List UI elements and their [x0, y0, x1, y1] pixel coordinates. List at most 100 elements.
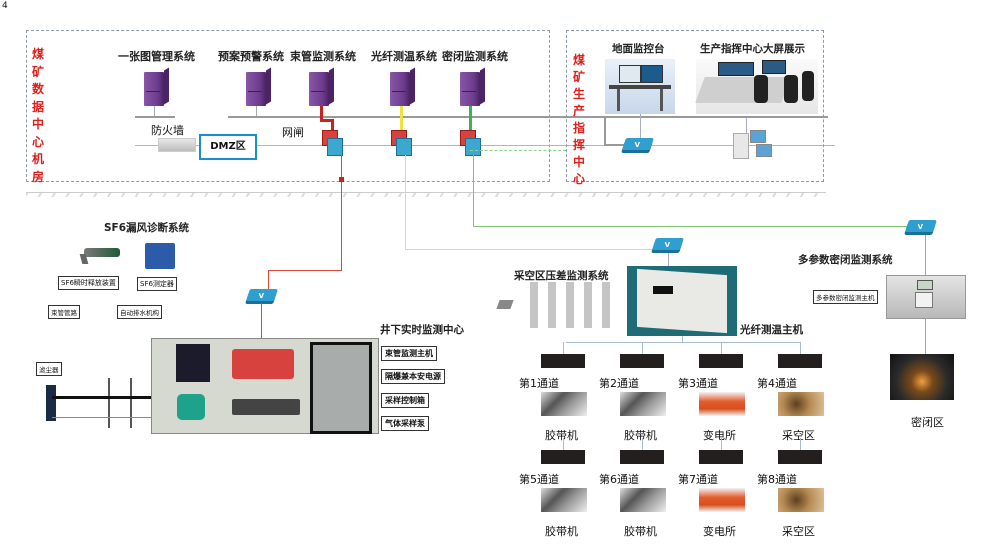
channel-label: 第4通道	[757, 377, 797, 390]
display-icon	[653, 286, 673, 294]
title-char: 生	[572, 87, 585, 101]
goaf-pressure-title: 采空区压差监测系统	[514, 270, 609, 282]
connector	[640, 114, 641, 144]
fiber-line	[405, 249, 655, 250]
sf6-release-device-icon	[84, 248, 120, 257]
channel-location-label: 胶带机	[545, 525, 578, 538]
sealed-zone-image	[890, 354, 954, 400]
switch-icon: V	[622, 138, 654, 150]
title-char: 中	[31, 117, 44, 131]
ground-line	[26, 192, 826, 197]
channel-location-image	[541, 392, 587, 416]
desk-icon	[695, 77, 791, 103]
channel-module-icon	[620, 450, 664, 464]
tree-line	[563, 342, 564, 354]
sealed-zone-label: 密闭区	[911, 416, 944, 429]
junction-dot	[339, 177, 344, 182]
desk-leg	[660, 89, 663, 111]
desk-leg	[617, 89, 620, 111]
server-icon	[246, 72, 266, 106]
switch-icon: V	[246, 289, 278, 301]
console-label: 地面监控台	[612, 43, 665, 55]
server-icon	[460, 72, 480, 106]
channel-location-label: 变电所	[703, 429, 736, 442]
bundle-tube-line	[261, 303, 262, 339]
tree-line	[721, 440, 722, 450]
pc-monitor-icon	[756, 144, 772, 157]
seal-line	[473, 155, 474, 226]
tree-line	[721, 342, 722, 354]
channel-location-label: 胶带机	[624, 429, 657, 442]
title-char: 数	[31, 82, 44, 96]
control-cabinet-image	[310, 342, 372, 434]
tree-line	[642, 440, 643, 450]
channel-location-image	[699, 488, 745, 512]
channel-location-label: 采空区	[782, 525, 815, 538]
channel-location-image	[620, 488, 666, 512]
sf6-detector-icon	[145, 243, 175, 269]
seal-monitor-title: 多参数密闭监测系统	[798, 254, 893, 266]
dust-filter-label: 滤尘器	[36, 362, 62, 376]
fiber-host-device	[637, 268, 727, 334]
command-center-box	[566, 30, 824, 182]
dmz-box: DMZ区	[199, 134, 257, 160]
connector	[746, 118, 747, 134]
underground-title: 井下实时监测中心	[380, 324, 464, 336]
bundle-tube-line	[268, 270, 342, 271]
pipe-label: 束管管路	[48, 305, 80, 319]
channel-module-icon	[541, 450, 585, 464]
server-icon	[144, 72, 164, 106]
title-char: 房	[31, 169, 44, 184]
tree-line	[642, 342, 643, 354]
bus-line	[135, 116, 175, 118]
firewall-label: 防火墙	[151, 124, 184, 137]
data-center-box	[26, 30, 550, 182]
channel-location-label: 变电所	[703, 525, 736, 538]
title-char: 据	[31, 99, 44, 114]
title-char: 指	[572, 121, 585, 135]
keypad-icon	[915, 292, 933, 308]
figure-number: 4	[2, 1, 8, 11]
channel-location-image	[699, 392, 745, 416]
channel-label: 第7通道	[678, 473, 718, 486]
dashed-link	[470, 150, 566, 151]
monitor-icon	[641, 65, 663, 83]
big-screen-label: 生产指挥中心大屏展示	[700, 43, 805, 55]
server-icon	[390, 72, 410, 106]
screen-icon	[762, 60, 786, 74]
bundle-tube-link	[320, 119, 334, 122]
monitor-icon	[619, 65, 641, 83]
bundle-tube-link	[320, 106, 323, 120]
sensor-grid	[520, 282, 620, 328]
tree-line	[682, 336, 683, 342]
system-label: 密闭监测系统	[442, 50, 508, 63]
title-char: 煤	[31, 47, 44, 61]
channel-module-icon	[778, 354, 822, 368]
channel-module-icon	[620, 354, 664, 368]
tree-line	[800, 342, 801, 354]
chair-icon	[784, 75, 798, 103]
channel-location-image	[778, 488, 824, 512]
fiber-host-label: 光纤测温主机	[740, 324, 803, 336]
dust-filter-icon	[46, 385, 56, 421]
drain-label: 自动排水机构	[117, 305, 162, 319]
channel-label: 第8通道	[757, 473, 797, 486]
sampling-pump-image	[177, 394, 205, 420]
seal-line	[473, 226, 908, 227]
data-center-title: 煤 矿 数 据 中 心 机 房	[31, 46, 45, 186]
channel-label: 第2通道	[599, 377, 639, 390]
network-line	[135, 145, 835, 146]
fiber-line	[405, 155, 406, 249]
title-char: 矿	[572, 70, 585, 84]
bus-line	[228, 116, 828, 118]
system-label: 预案预警系统	[218, 50, 284, 63]
bundle-tube-host-image	[232, 349, 294, 379]
core-switch-icon	[460, 130, 481, 156]
switch-icon: V	[652, 238, 684, 250]
channel-location-image	[541, 488, 587, 512]
sensor-hub-icon	[496, 300, 514, 309]
title-char: 心	[31, 134, 44, 149]
connector	[154, 106, 155, 116]
fiber-host-image	[627, 266, 737, 336]
display-icon	[917, 280, 933, 290]
